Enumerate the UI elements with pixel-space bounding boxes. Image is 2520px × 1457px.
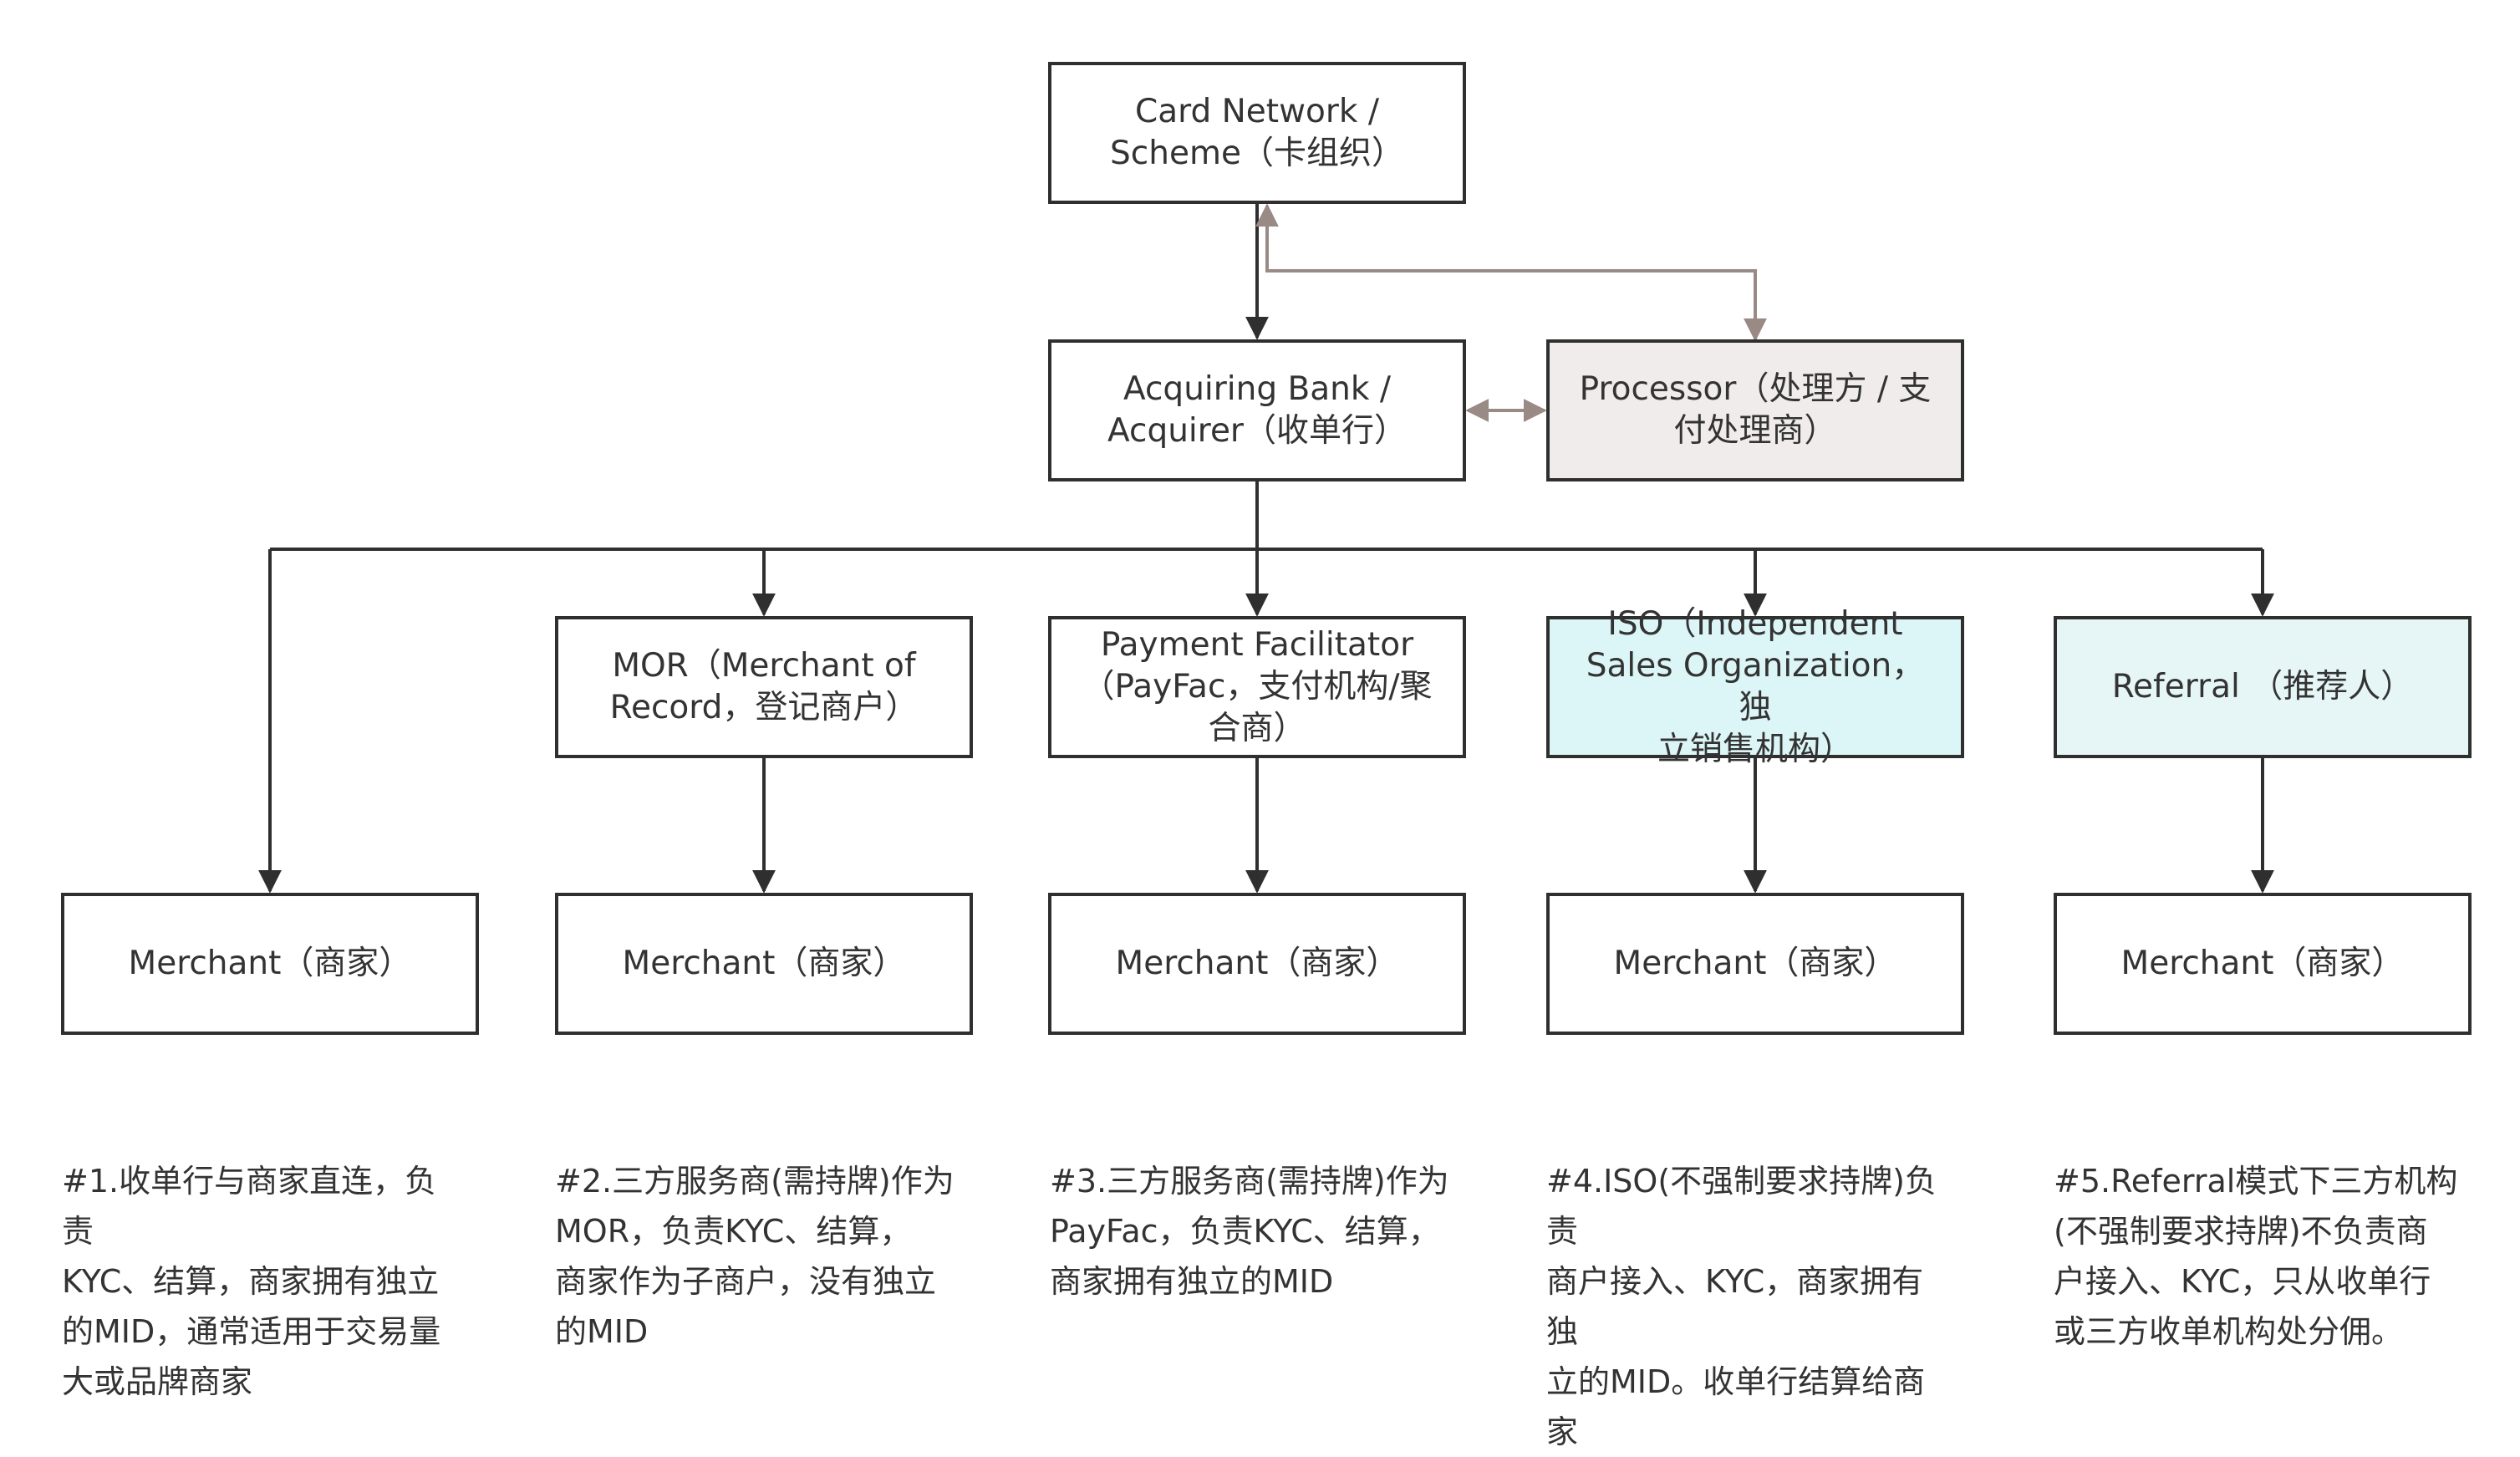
processor-line-2: 付处理商） [1673,412,1837,450]
referral-node: Referral （推荐人） [2054,616,2472,758]
payfac-line-2: （PayFac，支付机构/聚 [1082,668,1433,706]
merchant-node-payfac: Merchant（商家） [1048,893,1466,1035]
mor-node: MOR（Merchant of Record，登记商户） [555,616,973,758]
note-line: #2.三方服务商(需持牌)作为 [555,1163,955,1200]
note-line: 商户接入、KYC，商家拥有独 [1546,1263,1924,1350]
processor-line-1: Processor（处理方 / 支 [1579,370,1932,408]
iso-node: ISO（Independent Sales Organization，独 立销售… [1546,605,1964,768]
note-line: #1.收单行与商家直连，负责 [62,1163,437,1250]
note-line: MOR，负责KYC、结算， [555,1213,912,1250]
iso-line-3: 立销售机构） [1657,731,1853,768]
card-network-node: Card Network / Scheme（卡组织） [1048,62,1466,204]
note-direct-acquiring: #1.收单行与商家直连，负责 KYC、结算，商家拥有独立 的MID，通常适用于交… [62,1156,467,1407]
note-line: 或三方收单机构处分佣。 [2054,1313,2404,1350]
note-iso-model: #4.ISO(不强制要求持牌)负责 商户接入、KYC，商家拥有独 立的MID。收… [1546,1156,1952,1457]
note-line: PayFac，负责KYC、结算， [1050,1213,1440,1250]
acquirer-label: Acquiring Bank / Acquirer（收单行） [1107,369,1407,452]
note-line: 户接入、KYC，只从收单行 [2054,1263,2431,1300]
iso-label: ISO（Independent Sales Organization，独 立销售… [1571,604,1939,771]
merchant-node-mor: Merchant（商家） [555,893,973,1035]
note-line: 的MID [555,1313,649,1350]
referral-label: Referral （推荐人） [2112,666,2414,708]
card-network-line-2: Scheme（卡组织） [1110,135,1404,172]
processor-label: Processor（处理方 / 支 付处理商） [1580,369,1932,452]
merchant-label: Merchant（商家） [1613,945,1897,982]
merchant-label: Merchant（商家） [128,945,412,982]
merchant-node-referral: Merchant（商家） [2054,893,2472,1035]
merchant-node-direct: Merchant（商家） [61,893,479,1035]
note-line: 立的MID。收单行结算给商家 [1546,1363,1926,1450]
card-network-line-1: Card Network / [1134,93,1379,130]
note-line: KYC、结算，商家拥有独立 [62,1263,440,1300]
merchant-label: Merchant（商家） [1115,945,1399,982]
processor-node: Processor（处理方 / 支 付处理商） [1546,339,1964,481]
payfac-label: Payment Facilitator （PayFac，支付机构/聚 合商） [1082,624,1432,750]
note-referral-model: #5.Referral模式下三方机构 (不强制要求持牌)不负责商 户接入、KYC… [2054,1156,2459,1357]
note-line: 大或品牌商家 [62,1363,253,1400]
merchant-node-iso: Merchant（商家） [1546,893,1964,1035]
merchant-label: Merchant（商家） [622,945,906,982]
payfac-node: Payment Facilitator （PayFac，支付机构/聚 合商） [1048,616,1466,758]
merchant-label: Merchant（商家） [2120,945,2405,982]
payfac-line-3: 合商） [1208,710,1306,747]
note-line: 商家作为子商户，没有独立 [555,1263,937,1300]
connector-processor-card-network [1255,203,1767,342]
iso-line-1: ISO（Independent [1607,605,1903,643]
note-mor-model: #2.三方服务商(需持牌)作为 MOR，负责KYC、结算， 商家作为子商户，没有… [555,1156,960,1357]
acquirer-line-1: Acquiring Bank / [1123,370,1391,408]
payfac-line-1: Payment Facilitator [1100,626,1414,664]
note-line: #3.三方服务商(需持牌)作为 [1050,1163,1449,1200]
note-line: (不强制要求持牌)不负责商 [2054,1213,2428,1250]
note-line: #5.Referral模式下三方机构 [2054,1163,2458,1200]
note-line: 商家拥有独立的MID [1050,1263,1334,1300]
referral-line-1: Referral （推荐人） [2111,668,2414,706]
acquirer-node: Acquiring Bank / Acquirer（收单行） [1048,339,1466,481]
note-line: 的MID，通常适用于交易量 [62,1313,441,1350]
iso-line-2: Sales Organization，独 [1586,647,1925,726]
mor-label: MOR（Merchant of Record，登记商户） [610,645,919,729]
note-line: #4.ISO(不强制要求持牌)负责 [1546,1163,1937,1250]
acquirer-line-2: Acquirer（收单行） [1107,412,1407,450]
mor-line-2: Record，登记商户） [609,689,919,726]
card-network-label: Card Network / Scheme（卡组织） [1110,91,1404,175]
mor-line-1: MOR（Merchant of [612,647,916,685]
note-payfac-model: #3.三方服务商(需持牌)作为 PayFac，负责KYC、结算， 商家拥有独立的… [1050,1156,1455,1307]
